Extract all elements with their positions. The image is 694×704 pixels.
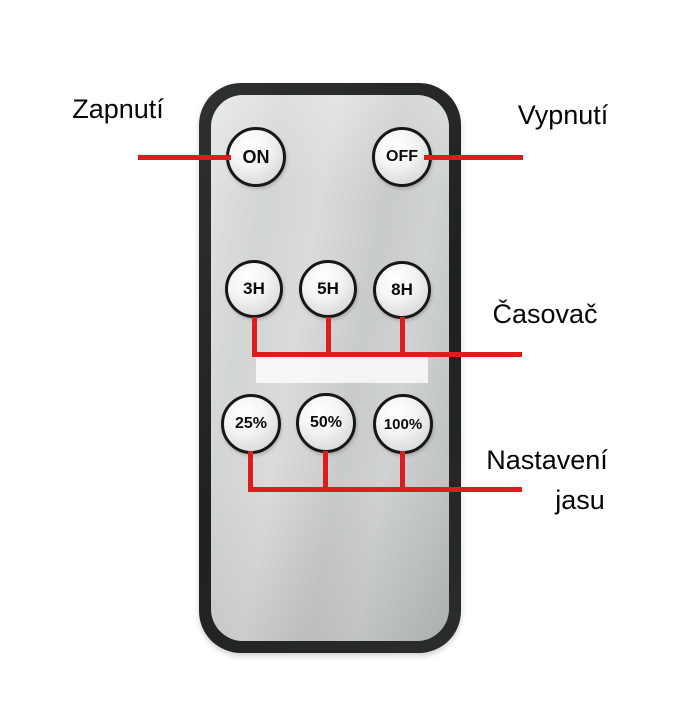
brightness-25-button[interactable]: 25% bbox=[221, 394, 281, 454]
timer-3h-button[interactable]: 3H bbox=[225, 260, 283, 318]
brightness-connector-50 bbox=[323, 451, 328, 491]
power-on-label: Zapnutí bbox=[72, 94, 164, 124]
erased-patch bbox=[256, 357, 428, 383]
brightness-100-button[interactable]: 100% bbox=[373, 394, 433, 454]
brightness-label-line1: Nastavení bbox=[486, 445, 608, 475]
brightness-connector-horizontal bbox=[248, 487, 522, 492]
brightness-connector-25 bbox=[248, 451, 253, 491]
timer-connector-horizontal bbox=[252, 352, 522, 357]
off-button[interactable]: OFF bbox=[372, 127, 432, 187]
on-annotation-line bbox=[138, 155, 231, 160]
timer-8h-button[interactable]: 8H bbox=[373, 261, 431, 319]
timer-connector-8h bbox=[400, 317, 405, 357]
timer-5h-button[interactable]: 5H bbox=[299, 260, 357, 318]
off-annotation-line bbox=[424, 155, 523, 160]
timer-label: Časovač bbox=[492, 299, 598, 329]
timer-connector-3h bbox=[252, 317, 257, 357]
on-button[interactable]: ON bbox=[226, 127, 286, 187]
brightness-label-line2: jasu bbox=[555, 485, 605, 515]
power-off-label: Vypnutí bbox=[517, 100, 609, 130]
brightness-connector-100 bbox=[400, 451, 405, 491]
timer-connector-5h bbox=[326, 317, 331, 357]
brightness-50-button[interactable]: 50% bbox=[296, 393, 356, 453]
